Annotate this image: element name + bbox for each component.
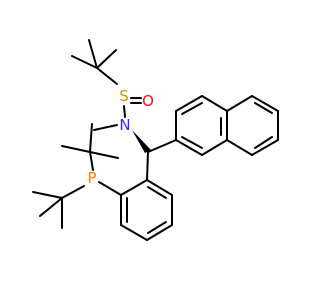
bond — [96, 49, 117, 69]
bond — [251, 95, 279, 112]
bond — [201, 139, 228, 156]
bond — [146, 179, 173, 196]
bond — [147, 186, 167, 199]
bond — [226, 139, 253, 156]
oxygen-atom-label: O — [142, 92, 154, 110]
sulfur-atom-label: S — [119, 87, 129, 105]
bond — [89, 151, 94, 171]
chemical-structure: S O N P — [32, 39, 279, 241]
bond — [147, 139, 177, 153]
bond — [96, 67, 118, 85]
nitrogen-atom-label: N — [119, 116, 130, 134]
bond — [89, 123, 93, 153]
bond — [61, 185, 85, 199]
bond — [123, 105, 126, 118]
bond — [71, 55, 98, 69]
bond — [254, 136, 273, 149]
bond — [39, 197, 63, 217]
bonds — [32, 39, 279, 241]
bond — [251, 139, 279, 156]
bond — [88, 39, 98, 69]
bond — [146, 151, 149, 181]
bond — [32, 191, 63, 199]
bond — [201, 95, 228, 112]
bond — [93, 124, 118, 131]
bond — [175, 95, 203, 112]
bond — [146, 224, 173, 241]
atom-labels: S O N P — [87, 87, 153, 187]
bond — [181, 102, 203, 115]
bond — [226, 95, 253, 112]
phosphorus-atom-label: P — [87, 169, 96, 187]
bond — [147, 221, 167, 234]
bond — [120, 224, 148, 241]
bond — [175, 139, 203, 156]
bond — [181, 136, 203, 149]
bond — [120, 179, 148, 196]
bond — [89, 151, 119, 159]
bond — [98, 181, 122, 196]
wedge-bond — [132, 130, 151, 153]
bond — [61, 145, 91, 153]
bond — [254, 102, 273, 114]
